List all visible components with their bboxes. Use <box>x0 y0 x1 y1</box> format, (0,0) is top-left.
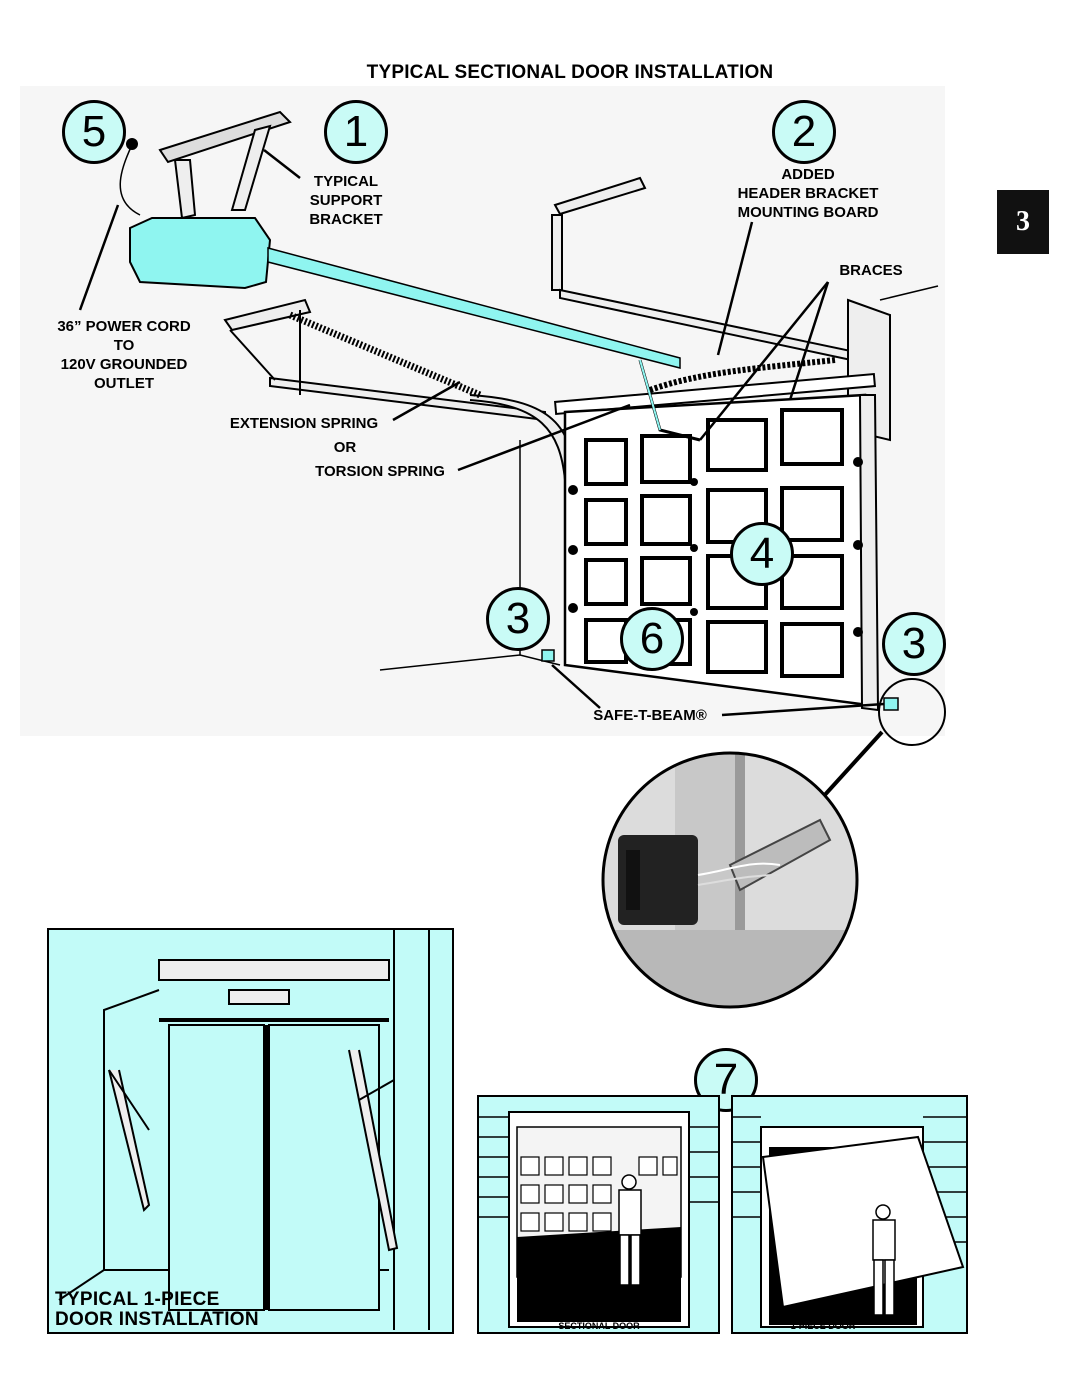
one-piece-small-panel: 1-PIECE DOOR <box>731 1095 968 1334</box>
opener-motor-unit <box>129 217 272 290</box>
callout-6: 6 <box>620 607 684 671</box>
callout-5: 5 <box>62 100 126 164</box>
page-title: TYPICAL SECTIONAL DOOR INSTALLATION <box>366 62 774 83</box>
or-label: OR <box>333 439 357 456</box>
power-cord <box>119 144 141 216</box>
one-piece-door-illustration <box>58 930 430 1330</box>
torsion-spring-label: TORSION SPRING <box>315 463 445 480</box>
braces-label: BRACES <box>839 262 903 279</box>
person-figure-2 <box>872 1204 896 1316</box>
header-bracket-label: ADDED HEADER BRACKET MOUNTING BOARD <box>737 166 879 221</box>
callout-1: 1 <box>324 100 388 164</box>
one-piece-door-caption: 1-PIECE DOOR <box>790 1321 856 1331</box>
sectional-door-caption: SECTIONAL DOOR <box>558 1321 640 1331</box>
support-bracket-label: TYPICAL SUPPORT BRACKET <box>309 173 383 228</box>
sensor-detail-zoom <box>601 730 884 1009</box>
sectional-door-person-illustration <box>479 1111 718 1328</box>
safe-t-beam-label: SAFE-T-BEAM® <box>593 707 707 724</box>
page-section-tab: 3 <box>997 190 1049 254</box>
sectional-door <box>563 393 880 712</box>
sectional-door-panel: SECTIONAL DOOR <box>477 1095 720 1334</box>
power-cord-label: 36” POWER CORD TO 120V GROUNDED OUTLET <box>57 318 191 392</box>
one-piece-door-person-illustration <box>733 1116 966 1328</box>
callout-2: 2 <box>772 100 836 164</box>
safety-sensor-left <box>541 649 555 662</box>
callout-3-left: 3 <box>486 587 550 651</box>
person-figure <box>618 1174 642 1286</box>
callout-3-right: 3 <box>882 612 946 676</box>
sectional-door-illustration <box>78 110 946 746</box>
opener-rail <box>267 247 681 369</box>
extension-spring-label: EXTENSION SPRING <box>229 415 379 432</box>
support-bracket <box>158 110 292 220</box>
one-piece-door-panel: TYPICAL 1-PIECE DOOR INSTALLATION <box>47 928 454 1334</box>
zoom-target-circle <box>878 678 946 746</box>
callout-4: 4 <box>730 522 794 586</box>
tilting-door <box>761 1135 965 1309</box>
one-piece-caption: TYPICAL 1-PIECE DOOR INSTALLATION <box>55 1289 259 1330</box>
